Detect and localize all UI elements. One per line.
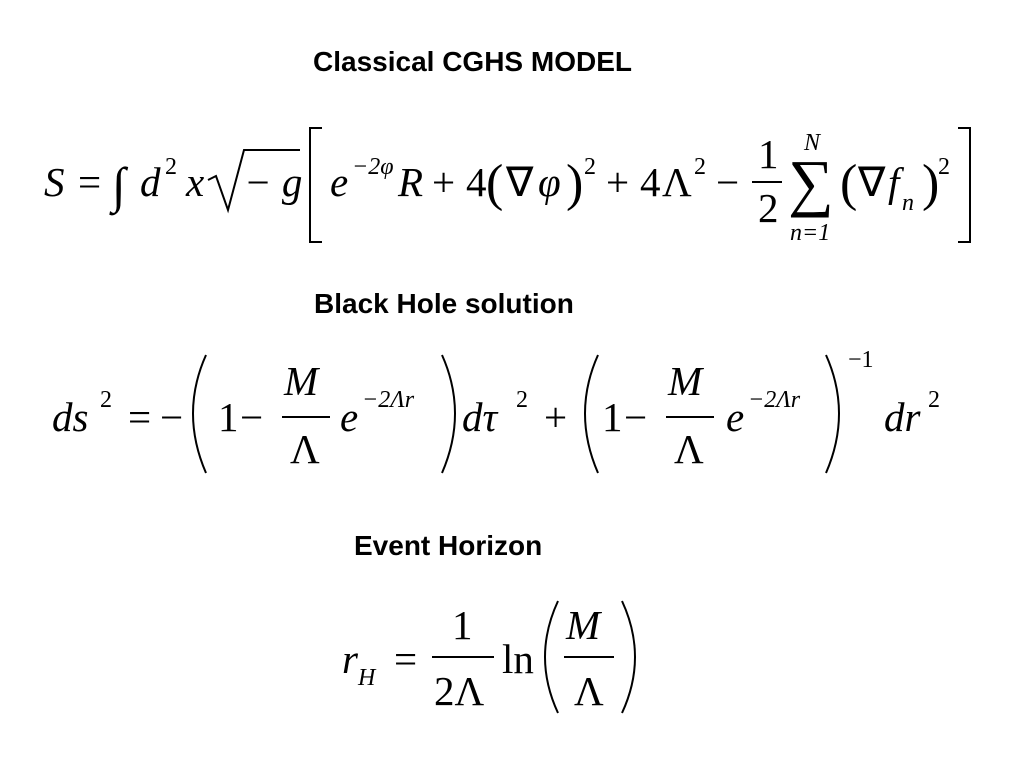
- action-four-2: 4: [640, 159, 661, 205]
- action-d-exponent: 2: [165, 154, 177, 180]
- action-integral: ∫: [109, 157, 129, 216]
- action-plus-1: +: [432, 159, 455, 205]
- action-square-2: 2: [694, 154, 706, 180]
- horizon-denominator: 2Λ: [434, 668, 485, 714]
- metric-equation: ds 2 = − 1 − M Λ e −2Λr dτ 2 + 1 − M Λ e…: [52, 347, 940, 474]
- action-minus-g: − g: [244, 159, 302, 205]
- action-sum-lower: n=1: [790, 220, 830, 246]
- metric-dtau-exponent: 2: [516, 387, 528, 413]
- horizon-M: M: [565, 602, 603, 648]
- metric-dr: dr: [884, 394, 922, 440]
- metric-ds-exponent: 2: [100, 387, 112, 413]
- action-equation: S = ∫ d 2 x − g e −2φ R + 4 ( ∇ φ ) 2 + …: [44, 127, 971, 246]
- action-four-1: 4: [466, 159, 487, 205]
- action-e-exponent: −2φ: [352, 154, 393, 180]
- metric-M-2: M: [667, 358, 705, 404]
- metric-equals: =: [128, 394, 151, 440]
- left-paren-icon-3: [544, 600, 559, 714]
- metric-lambda-1: Λ: [290, 426, 320, 472]
- action-minus: −: [716, 159, 739, 205]
- right-paren-icon-3: [621, 600, 636, 714]
- action-square-1: 2: [584, 154, 596, 180]
- metric-inverse-exponent: −1: [848, 347, 874, 373]
- metric-ds: ds: [52, 394, 88, 440]
- metric-one-1: 1: [218, 394, 239, 440]
- action-S: S: [44, 159, 65, 205]
- sqrt-icon: [207, 149, 300, 214]
- horizon-ln: ln: [502, 636, 534, 682]
- left-bracket-icon: [309, 127, 322, 243]
- metric-e2-exponent: −2Λr: [748, 387, 801, 413]
- action-d: d: [140, 159, 161, 205]
- metric-M-1: M: [283, 358, 321, 404]
- left-paren-icon-2: [584, 354, 599, 474]
- action-x: x: [185, 159, 204, 205]
- left-paren-icon: [192, 354, 207, 474]
- horizon-r: r: [342, 636, 359, 682]
- metric-one-2: 1: [602, 394, 623, 440]
- metric-minus-2: −: [624, 394, 647, 440]
- metric-e-2: e: [726, 394, 744, 440]
- action-lambda: Λ: [662, 159, 692, 205]
- horizon-numerator: 1: [452, 602, 473, 648]
- action-nabla-2: ∇: [857, 159, 886, 205]
- black-hole-heading: Black Hole solution: [314, 288, 574, 319]
- sum-icon: ∑: [788, 147, 834, 218]
- page-title: Classical CGHS MODEL: [313, 46, 632, 77]
- action-e: e: [330, 159, 348, 205]
- action-nabla-1: ∇: [505, 159, 534, 205]
- horizon-equation: r H = 1 2Λ ln M Λ: [342, 600, 636, 714]
- right-paren-icon: [441, 354, 456, 474]
- action-f-subscript: n: [902, 190, 914, 216]
- action-rparen-1: ): [566, 155, 583, 212]
- action-lparen-1: (: [486, 155, 503, 212]
- horizon-lambda: Λ: [574, 668, 604, 714]
- action-half-numerator: 1: [758, 131, 779, 177]
- action-equals: =: [78, 159, 101, 205]
- action-R: R: [397, 159, 423, 205]
- metric-e1-exponent: −2Λr: [362, 387, 415, 413]
- metric-minus: −: [160, 394, 183, 440]
- horizon-r-subscript: H: [357, 665, 377, 691]
- metric-lambda-2: Λ: [674, 426, 704, 472]
- action-lparen-2: (: [840, 155, 857, 212]
- right-bracket-icon: [958, 127, 971, 243]
- metric-minus-1: −: [240, 394, 263, 440]
- metric-plus: +: [544, 394, 567, 440]
- action-square-3: 2: [938, 154, 950, 180]
- right-paren-icon-2: [825, 354, 840, 474]
- action-rparen-2: ): [922, 155, 939, 212]
- action-phi: φ: [538, 159, 561, 205]
- horizon-equals: =: [394, 636, 417, 682]
- metric-e-1: e: [340, 394, 358, 440]
- action-plus-2: +: [606, 159, 629, 205]
- action-sum-upper: N: [803, 130, 822, 156]
- metric-dr-exponent: 2: [928, 387, 940, 413]
- action-half-denominator: 2: [758, 185, 779, 231]
- event-horizon-heading: Event Horizon: [354, 530, 543, 561]
- metric-dtau: dτ: [462, 394, 499, 440]
